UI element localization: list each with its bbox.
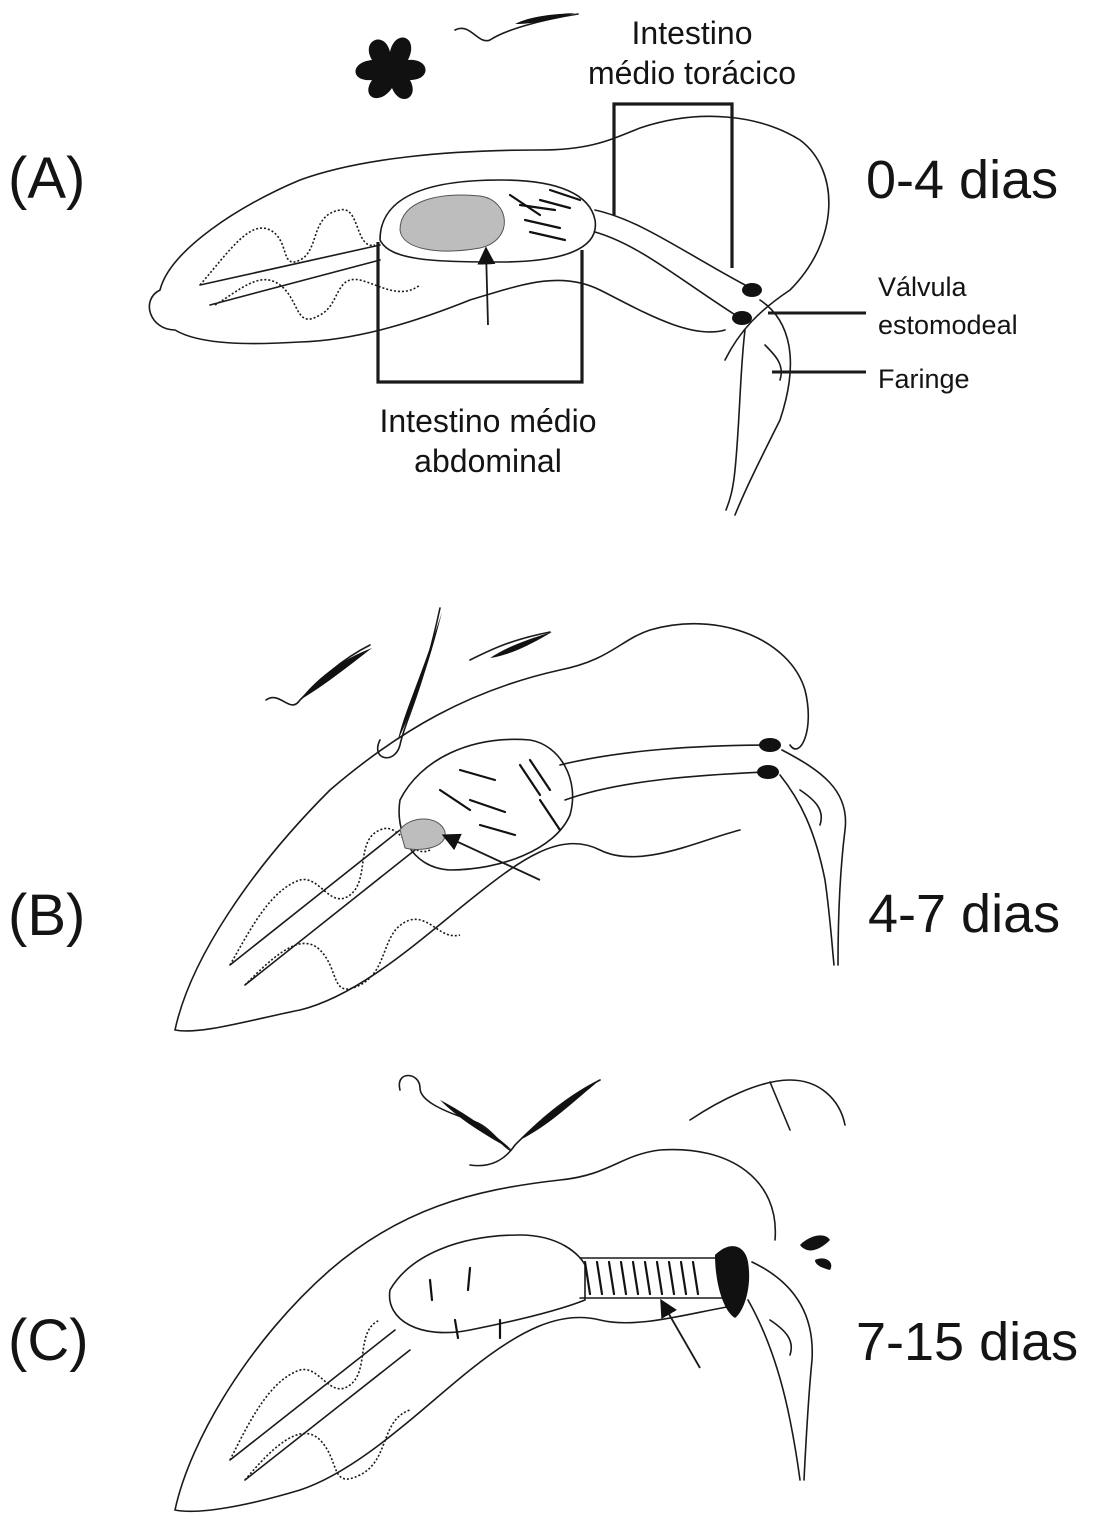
panel-b: (B) 4-7 dias	[8, 608, 1060, 1031]
label-thoracic-midgut-line1: Intestino	[632, 15, 753, 51]
panel-c-abdominal-midgut	[390, 1235, 585, 1333]
label-thoracic-midgut-line2: médio torácico	[588, 55, 796, 91]
panel-c-valve-plug	[715, 1246, 749, 1318]
panel-a-letter: (A)	[8, 146, 85, 211]
label-abdominal-midgut-line1: Intestino médio	[379, 403, 596, 439]
panel-a-thoracic-midgut	[595, 210, 745, 318]
panel-a-valve-marker-2	[732, 311, 752, 325]
panel-c-malpighian-tubules	[230, 1320, 410, 1480]
panel-c-pharynx	[748, 1262, 812, 1480]
panel-b-valve-marker-1	[759, 738, 781, 752]
label-stomodeal-valve-line2: estomodeal	[878, 310, 1018, 340]
panel-a-pharynx	[726, 300, 790, 515]
panel-b-letter: (B)	[8, 883, 85, 948]
label-abdominal-midgut-line2: abdominal	[414, 443, 562, 479]
panel-b-bloodmeal-remnant	[400, 819, 445, 849]
panel-c-period: 7-15 dias	[856, 1312, 1078, 1372]
panel-c-gut-wall-marks	[430, 1268, 500, 1338]
parasite-body	[515, 13, 575, 24]
panel-b-parasites	[266, 608, 552, 758]
panel-a-malpighian-tubules	[200, 210, 420, 319]
panel-b-valve-marker-2	[757, 765, 779, 779]
label-pharynx: Faringe	[878, 364, 970, 394]
panel-b-period: 4-7 dias	[868, 884, 1060, 944]
panel-c-arrow	[662, 1302, 700, 1368]
abdominal-midgut-bracket	[378, 242, 582, 382]
panel-c-hindgut	[230, 1330, 410, 1480]
panel-c: (C) 7-15 dias	[8, 1076, 1078, 1512]
panel-a: (A) 0-4 dias	[8, 13, 1058, 515]
label-stomodeal-valve-line1: Válvula	[878, 272, 968, 302]
panel-c-body-outline	[175, 1150, 775, 1512]
panel-c-letter: (C)	[8, 1308, 89, 1373]
panel-a-promastigotes	[510, 190, 580, 240]
panel-b-hindgut	[230, 830, 415, 985]
parasite-rosette	[356, 38, 426, 100]
panel-a-period: 0-4 dias	[866, 150, 1058, 210]
panel-b-pharynx	[780, 750, 846, 965]
panel-b-promastigotes	[440, 760, 560, 835]
panel-b-thoracic-midgut	[560, 745, 770, 800]
panel-b-malpighian-tubules	[230, 828, 460, 989]
panel-a-bloodmeal	[400, 195, 504, 251]
panel-a-valve-marker-1	[742, 283, 762, 297]
panel-b-arrow	[445, 836, 540, 880]
panel-a-parasites	[356, 13, 579, 99]
parasite-flagellate	[455, 14, 578, 41]
panel-c-promastigotes	[585, 1262, 698, 1294]
